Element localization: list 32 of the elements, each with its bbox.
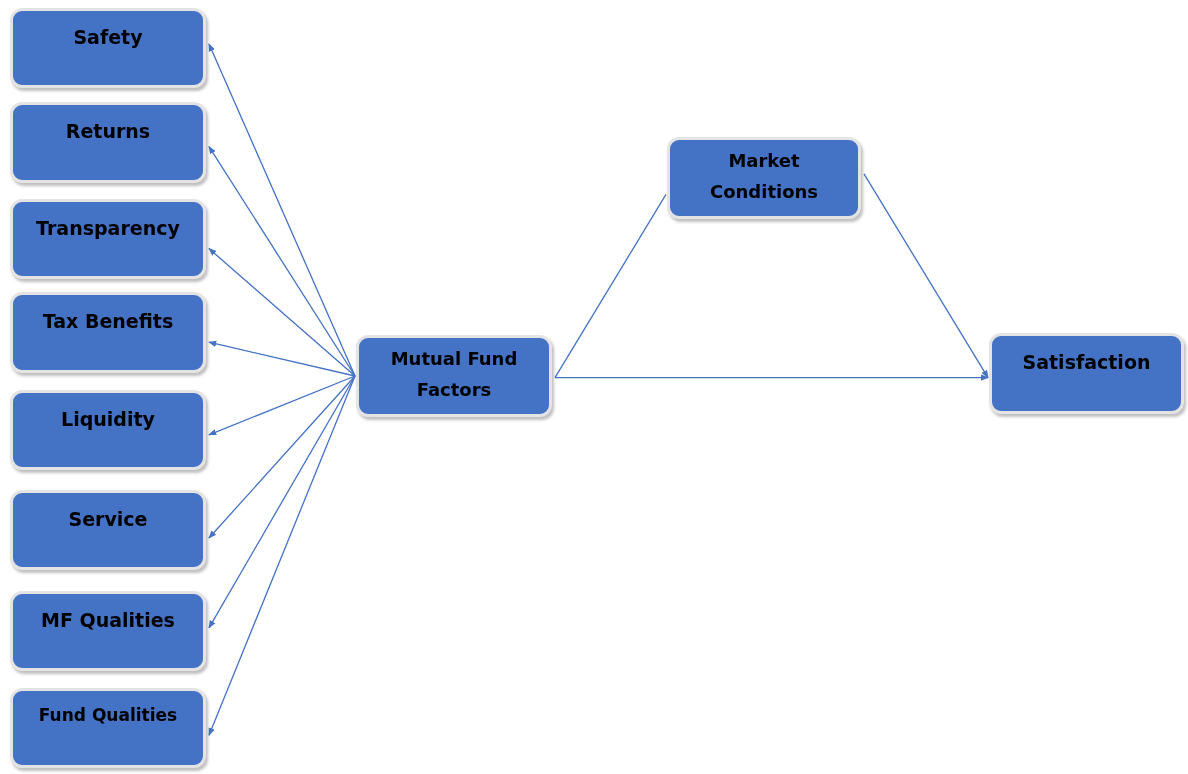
arrow — [208, 375, 356, 539]
process-box — [10, 490, 206, 570]
process-box — [356, 335, 552, 417]
arrow — [554, 374, 989, 381]
arrow — [208, 375, 356, 629]
process-box — [10, 292, 206, 373]
process-box — [10, 199, 206, 279]
process-box — [667, 137, 861, 219]
box-label: MF Qualities — [40, 608, 176, 633]
arrow — [208, 340, 356, 377]
box-label: Transparency — [35, 216, 181, 241]
arrow — [208, 145, 356, 377]
arrow — [208, 375, 356, 436]
process-box — [10, 390, 206, 470]
arrow — [208, 375, 356, 736]
arrow — [208, 247, 356, 377]
process-box — [10, 688, 206, 768]
box-label: Liquidity — [60, 407, 156, 432]
process-box — [10, 8, 206, 88]
box-label: Returns — [64, 119, 152, 144]
process-box — [10, 591, 206, 671]
process-box — [989, 333, 1184, 414]
arrow — [208, 43, 356, 377]
process-box — [10, 102, 206, 183]
box-label: Tax Benefits — [41, 309, 175, 334]
box-label: Fund Qualities — [37, 704, 179, 727]
box-label: Market Conditions — [708, 149, 820, 204]
box-label: Mutual Fund Factors — [389, 347, 519, 402]
box-label: Safety — [72, 25, 144, 50]
box-label: Satisfaction — [1021, 350, 1152, 375]
box-label: Service — [67, 507, 149, 532]
arrow — [863, 173, 989, 379]
